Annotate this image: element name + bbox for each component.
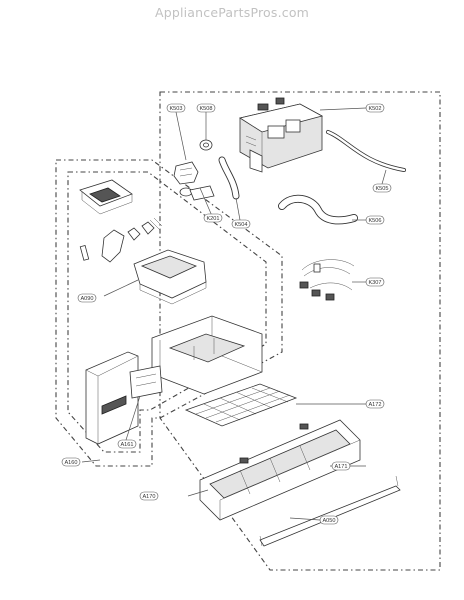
water-valve-housing (238, 97, 324, 173)
callout-a171[interactable]: A171 (331, 461, 351, 471)
panel-bracket (129, 365, 163, 399)
callout-a170[interactable]: A170 (139, 491, 159, 501)
callout-k504[interactable]: K504 (231, 219, 251, 229)
lint-grid (184, 383, 298, 427)
callout-a090[interactable]: A090 (77, 293, 97, 303)
callout-a172[interactable]: A172 (365, 399, 385, 409)
callout-k502[interactable]: K502 (365, 103, 385, 113)
callout-k201[interactable]: K201 (203, 213, 223, 223)
callout-label: A161 (120, 442, 133, 448)
drawer-assembly-outline (55, 159, 283, 467)
callout-label: K502 (368, 106, 381, 112)
wire-harness (299, 259, 355, 301)
callout-label: A172 (368, 402, 381, 408)
callout-k506[interactable]: K506 (365, 215, 385, 225)
detergent-tray (133, 249, 207, 305)
callout-k503[interactable]: K503 (166, 103, 186, 113)
callout-k307[interactable]: K307 (365, 277, 385, 287)
callout-label: K508 (199, 106, 212, 112)
valve-clamp (173, 139, 215, 201)
dispenser-tray (199, 419, 361, 521)
callout-label: A050 (322, 518, 335, 524)
callout-label: K505 (375, 186, 388, 192)
callout-a160[interactable]: A160 (61, 457, 81, 467)
callout-label: K506 (368, 218, 381, 224)
callout-label: K307 (368, 280, 381, 286)
callout-label: K201 (206, 216, 219, 222)
upper-assembly-outline (159, 91, 441, 571)
callout-label: A160 (64, 460, 77, 466)
callout-label: A170 (142, 494, 155, 500)
callout-k508[interactable]: K508 (196, 103, 216, 113)
detergent-cap (79, 179, 133, 215)
callout-label: A171 (334, 464, 347, 470)
callout-label: K503 (169, 106, 182, 112)
small-fittings (79, 217, 163, 263)
callout-label: K504 (234, 222, 247, 228)
drawer-front-panel (85, 351, 139, 445)
callout-k505[interactable]: K505 (372, 183, 392, 193)
watermark: AppliancePartsPros.com (154, 5, 310, 20)
callout-label: A090 (80, 296, 93, 302)
callout-a161[interactable]: A161 (117, 439, 137, 449)
callout-a050[interactable]: A050 (319, 515, 339, 525)
drawer-body (151, 315, 263, 395)
